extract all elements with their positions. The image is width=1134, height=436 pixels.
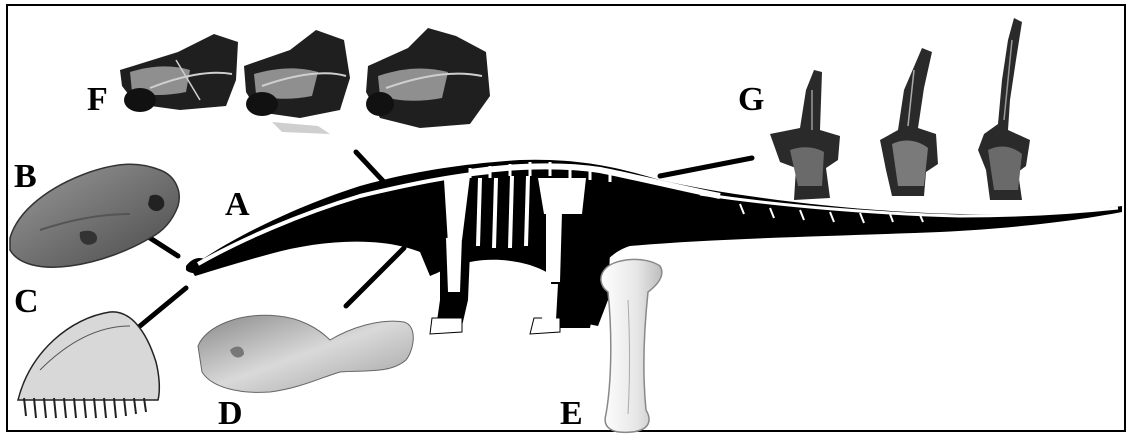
limb-bone-specimen [601, 259, 662, 432]
pointer-g [660, 158, 752, 176]
pointer-c [140, 288, 186, 326]
panel-label-g: G [738, 83, 764, 117]
front-foot [430, 318, 462, 334]
ilium [538, 178, 586, 214]
pointer-d [346, 248, 404, 306]
vertebra-f3 [366, 28, 490, 128]
panel-label-d: D [218, 397, 243, 431]
hind-foot [530, 318, 560, 334]
pointer-b [150, 238, 178, 256]
vertebra-g2 [880, 48, 938, 196]
panel-label-e: E [560, 397, 583, 431]
tibia [542, 284, 558, 320]
lower-jaw-specimen [18, 312, 159, 418]
panel-label-a: A [225, 188, 250, 222]
vertebra-f1 [120, 34, 238, 112]
panel-label-c: C [14, 285, 39, 319]
cervical-vertebrae-specimens [120, 28, 490, 134]
femur [546, 212, 562, 282]
skeletal-reconstruction [186, 160, 1122, 334]
panel-label-b: B [14, 160, 37, 194]
dorsal-vertebrae-specimens [770, 18, 1030, 200]
pointer-f [356, 152, 384, 182]
ilium-specimen [198, 315, 413, 392]
panel-label-f: F [87, 83, 108, 117]
vertebra-f2 [244, 30, 350, 134]
vertebra-g3 [978, 18, 1030, 200]
vertebra-g1 [770, 70, 840, 200]
humerus [446, 236, 462, 292]
